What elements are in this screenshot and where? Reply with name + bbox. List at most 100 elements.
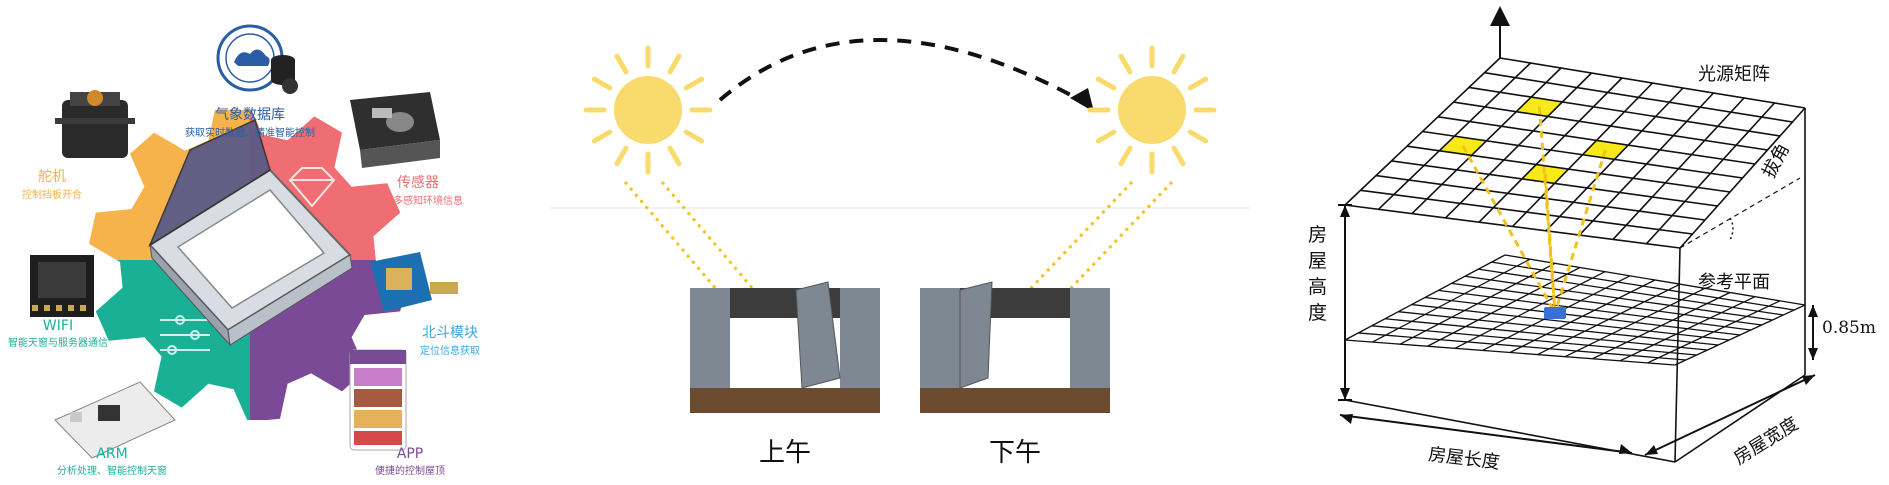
sun-ray <box>1095 76 1117 91</box>
servo-motor-icon <box>55 90 135 158</box>
grid-line <box>1406 145 1731 193</box>
module-name: 北斗模块 <box>422 325 478 341</box>
grid-line <box>1484 71 1793 123</box>
grid-line <box>1424 296 1741 336</box>
light-beam <box>1461 145 1557 314</box>
reference-plane-grid <box>1344 254 1806 366</box>
module-name: 舵机 <box>38 169 66 185</box>
system-overview-panel: 气象数据库 获取实时数据、精准智能控制 舵机 控制挡板开合 传感器 实时多感知环… <box>0 0 520 485</box>
grid-line <box>1371 325 1697 356</box>
grid-line <box>1438 289 1751 331</box>
sun-ray <box>614 145 629 167</box>
room-edge <box>1674 247 1681 463</box>
grid-line <box>1499 57 1806 109</box>
system-gear-diagram <box>30 24 458 459</box>
house-width-dimension <box>1644 374 1816 456</box>
sun-ray <box>667 145 682 167</box>
diamond-icon <box>288 167 336 208</box>
light-matrix-grid <box>1344 57 1806 249</box>
arm-board-icon <box>54 381 176 459</box>
grid-line <box>1344 339 1676 366</box>
sun-ray <box>1118 53 1133 75</box>
grid-line <box>1398 311 1719 346</box>
house-length-dimension <box>1339 414 1633 454</box>
light-matrix-panel: 光源矩阵 拔角 参考平面 房屋高度 0.85m 房屋长度 房屋宽度 <box>1300 0 1889 485</box>
module-name: ARM <box>96 446 128 462</box>
light-matrix-diagram <box>1338 6 1818 463</box>
wifi-label: WIFI 智能天窗与服务器通信 <box>8 318 108 349</box>
grid-line <box>1358 332 1686 361</box>
sun-ray <box>1171 145 1186 167</box>
sun-path-panel: 上午 下午 <box>540 0 1280 485</box>
reference-sample-marker <box>1544 307 1566 319</box>
sun-ray <box>591 129 613 144</box>
grid-line <box>1411 303 1730 341</box>
grid-line <box>1468 86 1781 137</box>
tilted-shutter <box>959 281 993 389</box>
servo-label: 舵机 控制挡板开合 <box>22 166 82 201</box>
morning-label: 上午 <box>758 438 812 468</box>
sun-ray <box>683 76 705 91</box>
reference-plane-label: 参考平面 <box>1698 272 1770 293</box>
grid-line <box>1451 282 1762 326</box>
highlighted-light-cell <box>1439 136 1487 156</box>
module-name: 气象数据库 <box>215 107 285 123</box>
sun-ray <box>1171 53 1186 75</box>
grid-line <box>1344 204 1681 249</box>
tilted-shutter <box>795 281 841 389</box>
sun-disc <box>614 76 682 144</box>
sun-ray <box>683 129 705 144</box>
module-name: WIFI <box>42 318 74 334</box>
dust-sensor-icon <box>350 92 440 168</box>
module-desc: 分析处理、智能控制天窗 <box>57 466 167 477</box>
module-desc: 定位信息获取 <box>420 346 480 357</box>
sun-ray <box>667 53 682 75</box>
morning-skylight <box>690 281 880 413</box>
grid-line <box>1375 174 1706 221</box>
grid-line <box>1360 189 1693 235</box>
module-name: 传感器 <box>397 175 439 191</box>
height-value-label: 0.85m <box>1822 318 1876 338</box>
grid-line <box>1491 261 1795 311</box>
sun-ray <box>1187 129 1209 144</box>
morning-sun-icon <box>583 45 713 175</box>
module-desc: 获取实时数据、精准智能控制 <box>185 128 315 139</box>
grid-line <box>1464 275 1773 321</box>
elevation-angle-arc <box>1729 217 1734 241</box>
sun-ray <box>1187 76 1209 91</box>
open-shutter <box>148 118 271 247</box>
module-name: APP <box>396 446 424 462</box>
module-desc: 实时多感知环境信息 <box>373 196 463 207</box>
sensor-label: 传感器 实时多感知环境信息 <box>373 172 463 207</box>
grid-line <box>1453 101 1768 151</box>
skylight-frame <box>148 118 353 347</box>
grid-line <box>1478 268 1784 316</box>
module-desc: 便捷的控制屋顶 <box>375 466 445 477</box>
weather-database-icon <box>216 24 298 94</box>
arm-label: ARM 分析处理、智能控制天窗 <box>57 446 167 477</box>
sun-ray <box>1118 145 1133 167</box>
afternoon-skylight <box>920 281 1110 413</box>
highlighted-light-cell <box>1521 164 1569 184</box>
beidou-label: 北斗模块 定位信息获取 <box>420 322 480 357</box>
grid-line <box>1384 318 1708 351</box>
arrow-head <box>1070 88 1094 112</box>
grid-line <box>1437 116 1756 165</box>
sun-ray <box>1095 129 1117 144</box>
app-label: APP 便捷的控制屋顶 <box>375 446 445 477</box>
module-desc: 控制挡板开合 <box>22 190 82 201</box>
house-height-label: 房屋高度 <box>1308 224 1328 324</box>
afternoon-sun-icon <box>1087 45 1217 175</box>
light-beam <box>1537 106 1557 314</box>
weather-database-label: 气象数据库 获取实时数据、精准智能控制 <box>185 104 315 139</box>
elevation-angle-line <box>1679 177 1801 249</box>
sun-path-diagram <box>550 38 1250 413</box>
sun-disc <box>1118 76 1186 144</box>
light-beam <box>1553 149 1607 314</box>
wifi-module-icon <box>30 255 94 317</box>
gps-module-icon <box>370 252 458 312</box>
light-beams <box>1461 106 1607 319</box>
grid-line <box>1504 254 1806 306</box>
module-desc: 智能天窗与服务器通信 <box>8 338 108 349</box>
light-matrix-label: 光源矩阵 <box>1698 64 1770 85</box>
